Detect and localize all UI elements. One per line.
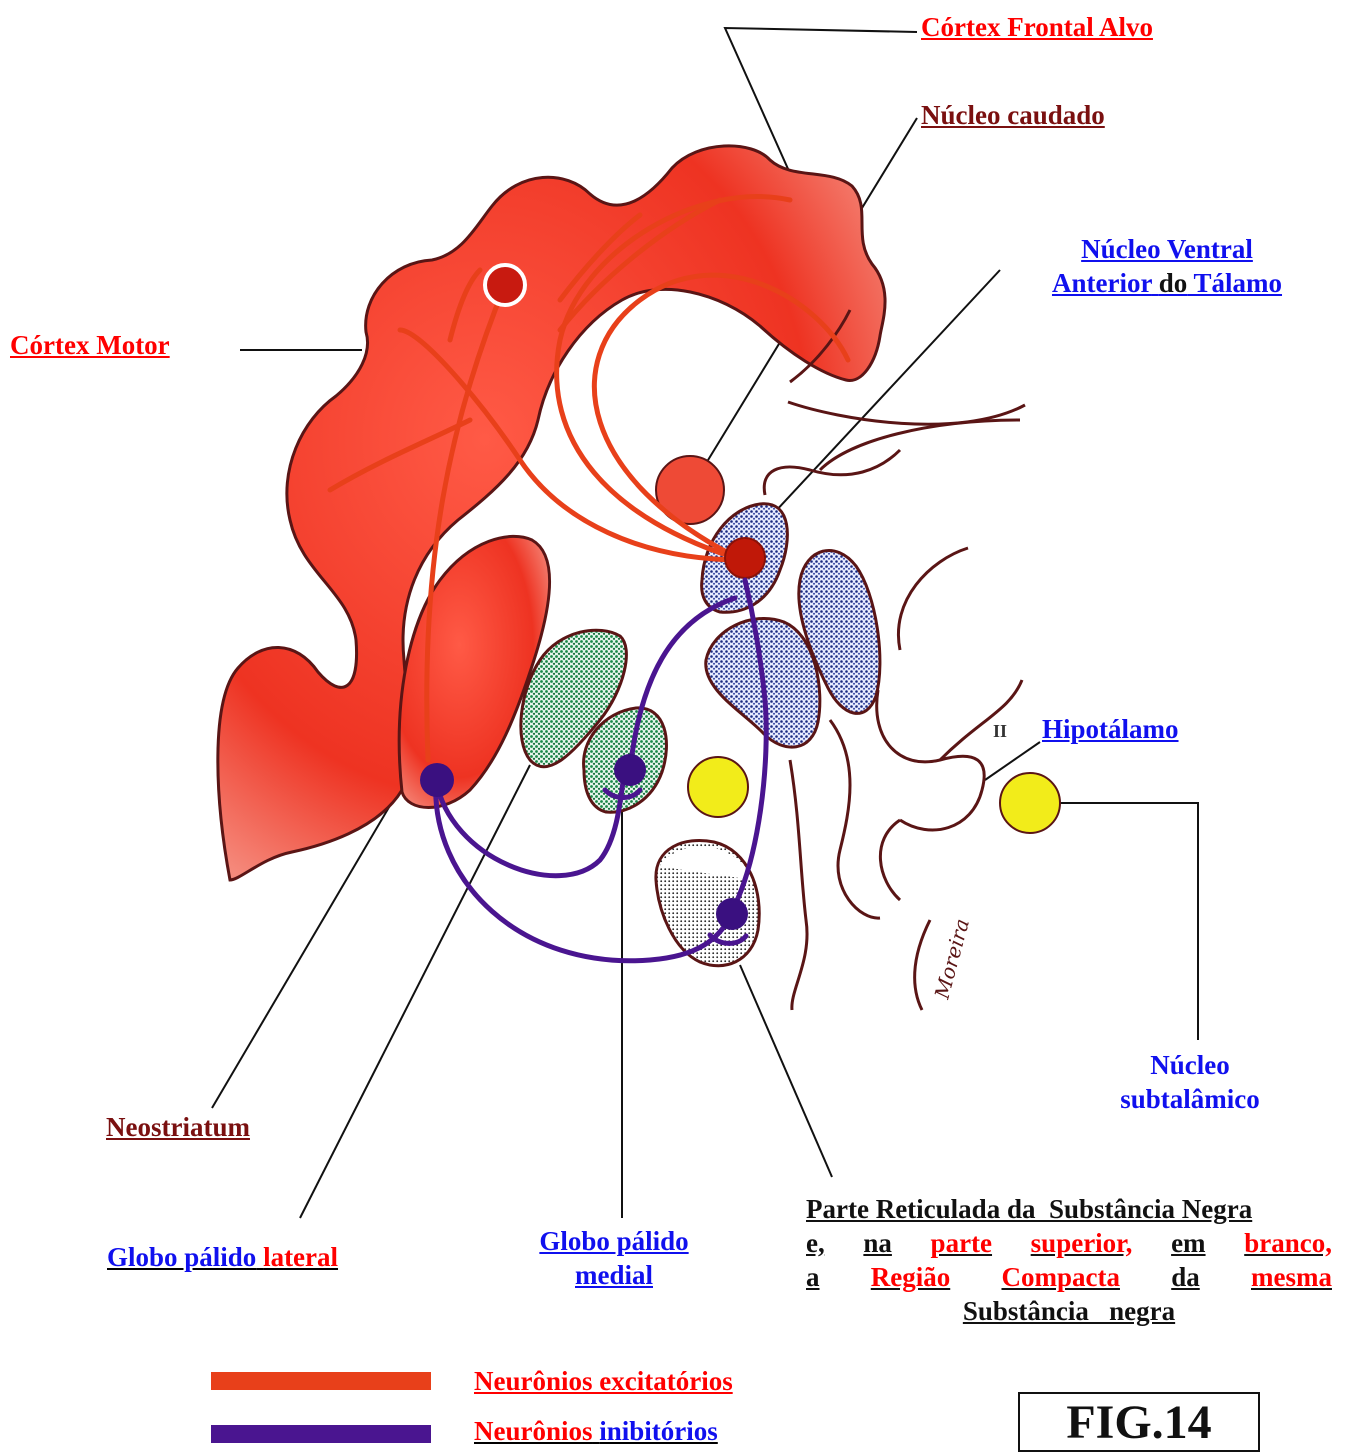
substancia-negra-neuron xyxy=(716,898,748,930)
leader-subtalamico xyxy=(1060,803,1198,1040)
sn-line1: Parte Reticulada da Substância Negra xyxy=(806,1192,1332,1226)
label-hipotalamo: Hipotálamo xyxy=(1042,712,1179,746)
svg-text:Moreira: Moreira xyxy=(929,916,974,1002)
cortex-motor-neuron xyxy=(485,265,525,305)
artist-signature: Moreira xyxy=(929,916,974,1002)
label-neostriatum: Neostriatum xyxy=(106,1110,250,1144)
label-subtalamico-line1: Núcleo xyxy=(1100,1048,1280,1082)
label-globo-palido-medial: Globo pálido medial xyxy=(514,1224,714,1292)
label-nucleo-ventral-line1: Núcleo Ventral xyxy=(1028,232,1306,266)
label-globo-medial-line1: Globo pálido xyxy=(514,1224,714,1258)
legend-excitatory-swatch xyxy=(211,1372,431,1390)
sn-line4: Substância negra xyxy=(806,1294,1332,1328)
label-globo-medial-line2: medial xyxy=(514,1258,714,1292)
nucleo-subtalamico-outer xyxy=(1000,773,1060,833)
label-globo-palido-lateral: Globo pálido lateral xyxy=(107,1240,338,1274)
label-nucleo-ventral-line2: Anterior do Tálamo xyxy=(1028,266,1306,300)
nucleo-subtalamico-inner xyxy=(688,757,748,817)
cortex-shape xyxy=(218,146,885,880)
legend-inhibitory-label: Neurônios inibitórios xyxy=(474,1414,718,1448)
label-nucleo-subtalamico: Núcleo subtalâmico xyxy=(1100,1048,1280,1116)
label-cortex-motor: Córtex Motor xyxy=(10,328,170,362)
figure-id-box: FIG.14 xyxy=(1018,1392,1260,1452)
label-substancia-negra: Parte Reticulada da Substância Negra e,n… xyxy=(806,1192,1332,1328)
leader-substancia-negra xyxy=(740,965,832,1177)
figure-id: FIG.14 xyxy=(1066,1396,1211,1449)
legend-excitatory-label: Neurônios excitatórios xyxy=(474,1364,733,1398)
neostriatum-neuron xyxy=(420,763,454,797)
label-nucleo-caudado: Núcleo caudado xyxy=(921,98,1105,132)
mark-ii: II xyxy=(993,721,1007,741)
label-cortex-frontal-alvo: Córtex Frontal Alvo xyxy=(921,10,1153,44)
thalamus-excitatory-neuron xyxy=(725,538,765,578)
label-subtalamico-line2: subtalâmico xyxy=(1100,1082,1280,1116)
globo-medial-neuron xyxy=(614,754,646,786)
neostriatum-shape xyxy=(399,536,549,807)
legend-inhibitory-swatch xyxy=(211,1425,431,1443)
label-nucleo-ventral-anterior: Núcleo Ventral Anterior do Tálamo xyxy=(1028,232,1306,300)
